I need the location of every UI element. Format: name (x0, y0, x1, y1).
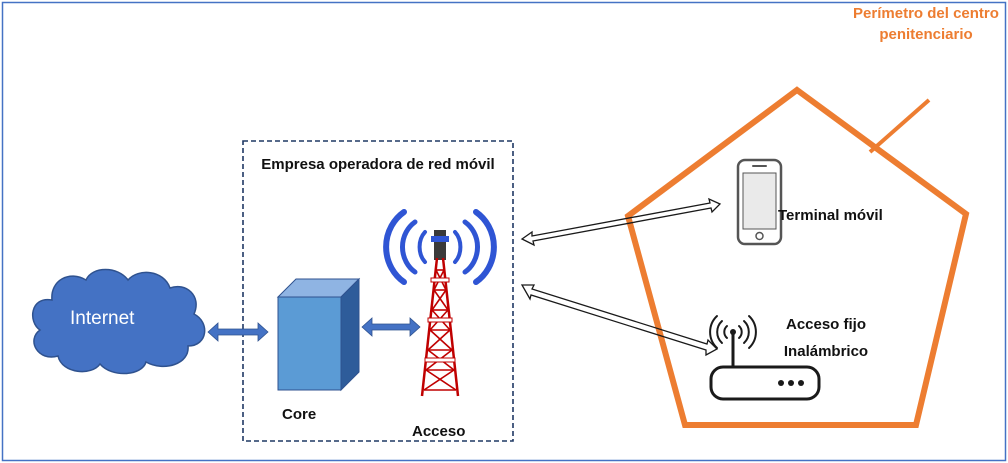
terminal-label: Terminal móvil (778, 207, 883, 224)
fixed-access-label: Acceso fijo Inalámbrico (783, 316, 869, 360)
smartphone-icon (736, 158, 783, 246)
core-label: Core (282, 406, 317, 423)
cloud-icon (31, 268, 206, 375)
perimeter-pointer (868, 98, 931, 154)
perimeter-pentagon (624, 86, 970, 428)
core-access-arrow (361, 317, 421, 337)
wireless-router-icon (709, 315, 821, 401)
internet-label: Internet (70, 308, 135, 329)
access-label: Acceso (412, 423, 466, 440)
operator-boundary (242, 140, 514, 442)
access-terminal-arrow (520, 197, 722, 247)
cloud-core-arrow (207, 322, 269, 342)
perimeter-label: Perímetro del centro penitenciario (853, 5, 999, 43)
cell-tower-icon (383, 209, 497, 397)
access-router-arrow (520, 284, 719, 357)
server-box-icon (276, 277, 361, 392)
operator-label: Empresa operadora de red móvil (261, 156, 495, 173)
